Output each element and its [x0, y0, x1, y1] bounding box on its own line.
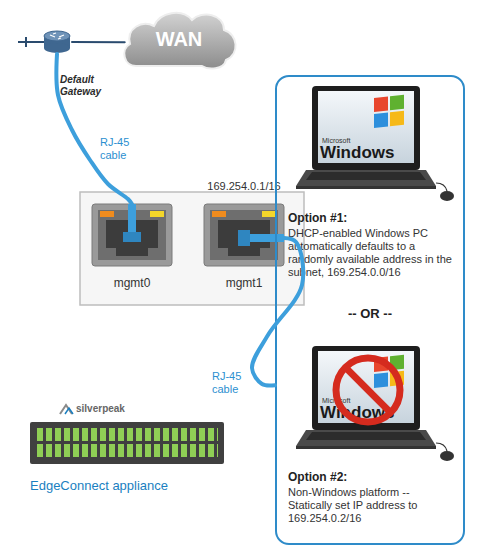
mgmt-port: mgmt0: [92, 204, 172, 266]
port-name: mgmt1: [204, 276, 284, 290]
brand-logo: [60, 405, 73, 414]
edgeconnect-appliance: silverpeakEdgeConnect appliance: [28, 400, 228, 492]
cable-label: RJ-45 cable: [212, 370, 252, 396]
rj45-port: [92, 204, 172, 266]
mgmt-port: 169.254.0.1/16mgmt1: [204, 204, 284, 266]
option-description: DHCP-enabled Windows PC automatically de…: [288, 227, 456, 279]
windows-laptop: MicrosoftWindowsOption #1:DHCP-enabled W…: [285, 85, 457, 290]
laptop-illustration: [296, 346, 454, 461]
wan-cloud: WAN: [120, 6, 238, 72]
option-heading: Option #1:: [288, 211, 347, 225]
cloud-label: WAN: [120, 27, 238, 51]
cable-connector: [252, 238, 303, 385]
option-description: Non-Windows platform -- Statically set I…: [288, 486, 456, 525]
device-name: EdgeConnect appliance: [30, 478, 226, 493]
port-housing: [80, 192, 304, 305]
ip-address: 169.254.0.1/16: [194, 180, 294, 193]
prohibition-sign: [336, 358, 400, 422]
gateway-label: Default Gateway: [60, 74, 112, 98]
wan-line: [18, 41, 44, 43]
cable-connector: [56, 54, 132, 204]
line-tick: [25, 37, 27, 47]
laptop-illustration: [296, 86, 454, 201]
gateway-router: Default Gateway: [42, 30, 72, 54]
appliance-chassis: [30, 422, 224, 464]
rj45-port: [204, 204, 284, 266]
brand-name: silverpeak: [76, 403, 125, 415]
cable-label: RJ-45 cable: [100, 136, 140, 162]
options-panel: -- OR --MicrosoftWindowsOption #1:DHCP-e…: [275, 75, 465, 545]
screen-logo-text: Windows: [320, 144, 394, 162]
router-icon: [44, 31, 70, 53]
screen-logo-text: Windows: [320, 404, 394, 422]
port-name: mgmt0: [92, 276, 172, 290]
separator-text: -- OR --: [277, 306, 463, 321]
cable-connector: [72, 41, 125, 43]
option-heading: Option #2:: [288, 470, 347, 484]
non-windows-laptop: MicrosoftWindowsOption #2:Non-Windows pl…: [285, 345, 457, 540]
